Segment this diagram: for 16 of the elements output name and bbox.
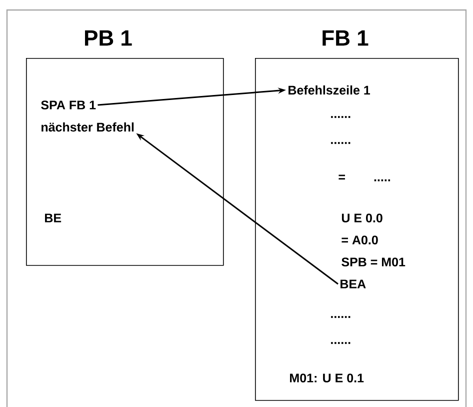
block-heading: FB 1 xyxy=(322,30,368,46)
block-heading: PB 1 xyxy=(85,30,132,46)
instruction-text: BE xyxy=(45,214,62,222)
instruction-text: = A0.0 xyxy=(342,236,378,244)
instruction-text: U E 0.0 xyxy=(342,214,382,222)
instruction-text: ...... xyxy=(331,142,350,144)
instruction-text: ...... xyxy=(331,316,350,318)
instruction-text: = ..... xyxy=(338,174,390,182)
instruction-text: ...... xyxy=(331,116,350,118)
instruction-text: BEA xyxy=(340,280,366,288)
instruction-text: nächster Befehl xyxy=(42,122,134,132)
instruction-text: SPB = M01 xyxy=(342,258,406,266)
instruction-text: ...... xyxy=(331,342,350,344)
instruction-text: Befehlszeile 1 xyxy=(288,85,370,95)
instruction-text: M01: U E 0.1 xyxy=(290,374,364,382)
instruction-text: SPA FB 1 xyxy=(41,100,96,110)
